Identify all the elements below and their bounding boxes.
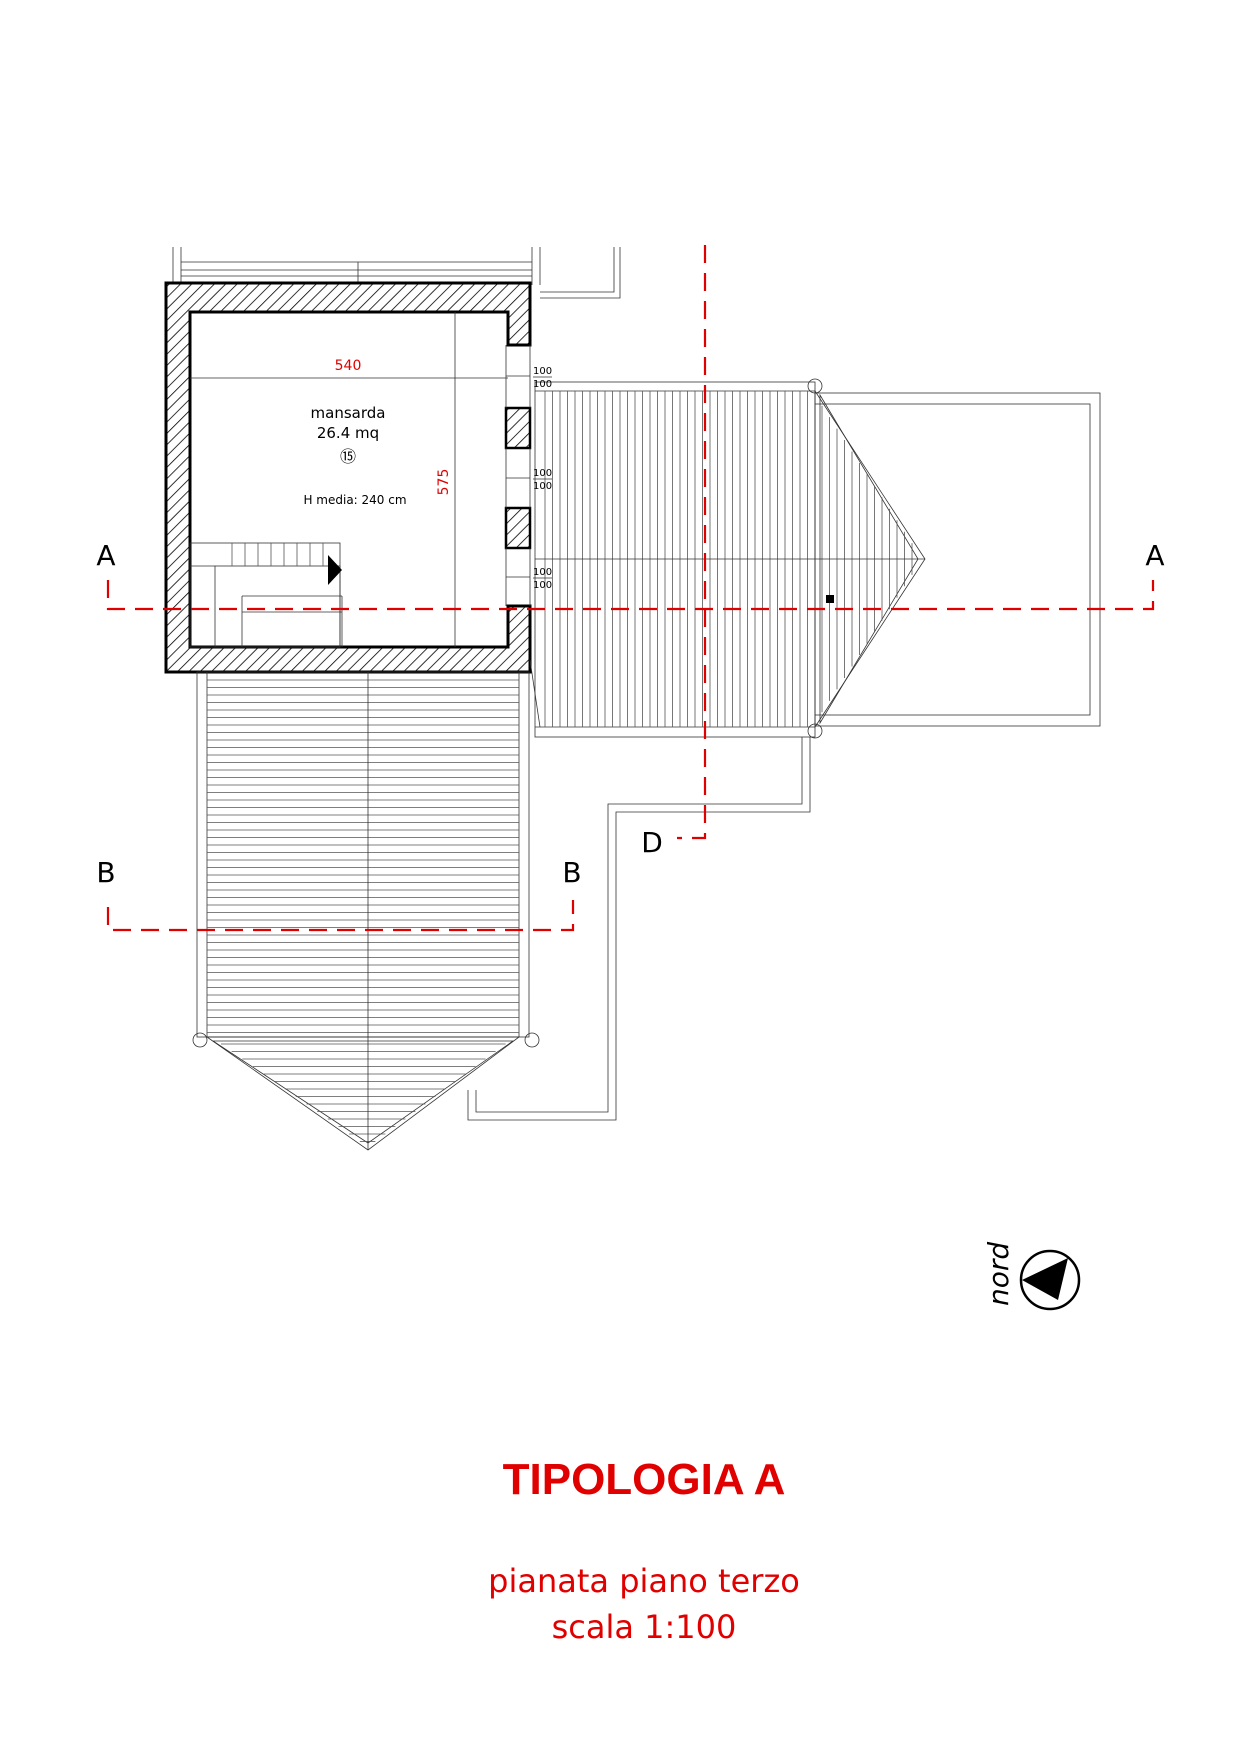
section-label-a-right: A xyxy=(1145,539,1164,572)
room-number: ⑮ xyxy=(340,447,356,466)
title-main: TIPOLOGIA A xyxy=(503,1455,786,1504)
room-area: 26.4 mq xyxy=(317,424,379,442)
window-dim-1-bottom: 100 xyxy=(533,379,552,390)
section-line-a xyxy=(106,580,1155,611)
window-dim-1-top: 100 xyxy=(533,366,552,377)
south-terrace xyxy=(192,671,540,1151)
room-height-note: H media: 240 cm xyxy=(303,493,406,507)
section-lines xyxy=(106,245,1155,932)
room-name: mansarda xyxy=(311,404,386,422)
dimension-width: 540 xyxy=(335,358,362,374)
staircase xyxy=(189,542,343,648)
window-dim-2-bottom: 100 xyxy=(533,481,552,492)
title-scale: scala 1:100 xyxy=(552,1608,737,1646)
lower-outline xyxy=(467,737,811,1121)
section-line-d xyxy=(677,245,707,840)
section-label-b-left: B xyxy=(96,856,115,889)
section-line-b xyxy=(106,900,575,932)
room-walls xyxy=(164,281,532,674)
title-sub: pianata piano terzo xyxy=(488,1562,800,1600)
section-label-b-right: B xyxy=(562,856,581,889)
window-dim-3-bottom: 100 xyxy=(533,580,552,591)
dimension-depth: 575 xyxy=(436,469,452,496)
section-label-a-left: A xyxy=(96,539,115,572)
east-terrace xyxy=(529,378,1101,739)
section-label-d: D xyxy=(641,826,663,859)
top-terrace xyxy=(172,247,621,299)
dimension-lines xyxy=(190,312,508,647)
window-dim-2-top: 100 xyxy=(533,468,552,479)
north-arrow-icon xyxy=(1019,1249,1081,1311)
north-label: nord xyxy=(982,1242,1015,1306)
window-dim-3-top: 100 xyxy=(533,567,552,578)
